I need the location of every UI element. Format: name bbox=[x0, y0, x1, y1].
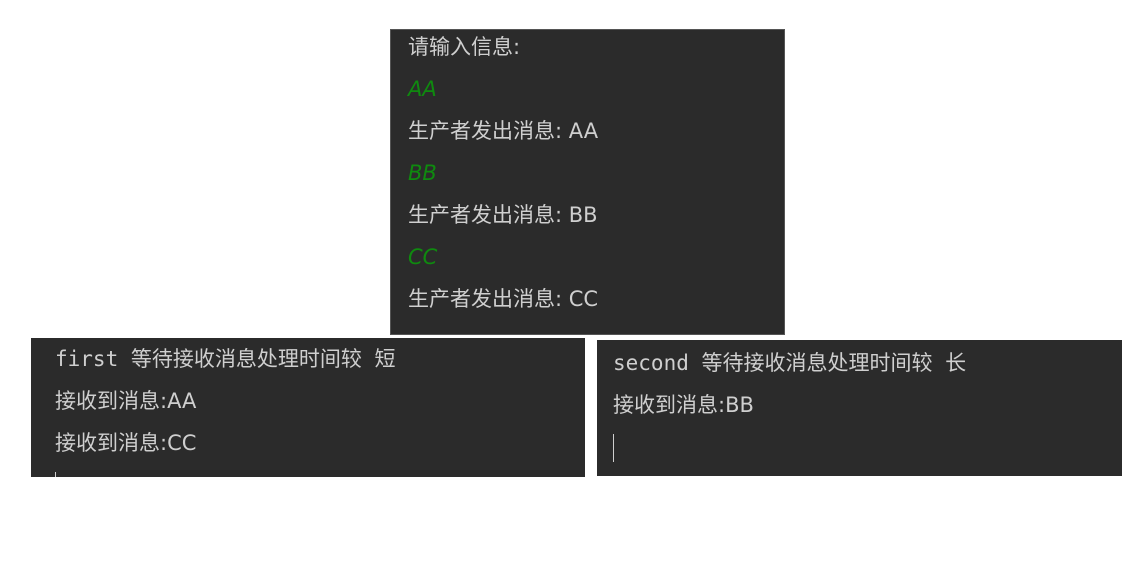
text-cursor bbox=[55, 472, 56, 477]
console-line: 生产者发出消息: AA bbox=[408, 119, 599, 143]
first-consumer-console[interactable]: first 等待接收消息处理时间较 短 接收到消息:AA 接收到消息:CC bbox=[31, 338, 585, 477]
console-input-line: CC bbox=[408, 245, 438, 269]
console-line: 接收到消息:CC bbox=[55, 431, 197, 455]
console-line-header: first 等待接收消息处理时间较 短 bbox=[55, 347, 396, 371]
console-line: 接收到消息:AA bbox=[55, 389, 197, 413]
console-line-header: second 等待接收消息处理时间较 长 bbox=[613, 351, 967, 375]
console-input-line: AA bbox=[408, 77, 437, 101]
console-input-line: BB bbox=[408, 161, 437, 185]
console-line: 生产者发出消息: BB bbox=[408, 203, 598, 227]
text-cursor bbox=[613, 434, 614, 462]
console-line-prompt: 请输入信息: bbox=[408, 35, 521, 59]
producer-console[interactable]: 请输入信息: AA 生产者发出消息: AA BB 生产者发出消息: BB CC … bbox=[390, 29, 785, 335]
console-line: 生产者发出消息: CC bbox=[408, 287, 599, 311]
second-consumer-console[interactable]: second 等待接收消息处理时间较 长 接收到消息:BB bbox=[597, 340, 1122, 476]
console-line: 接收到消息:BB bbox=[613, 393, 754, 417]
